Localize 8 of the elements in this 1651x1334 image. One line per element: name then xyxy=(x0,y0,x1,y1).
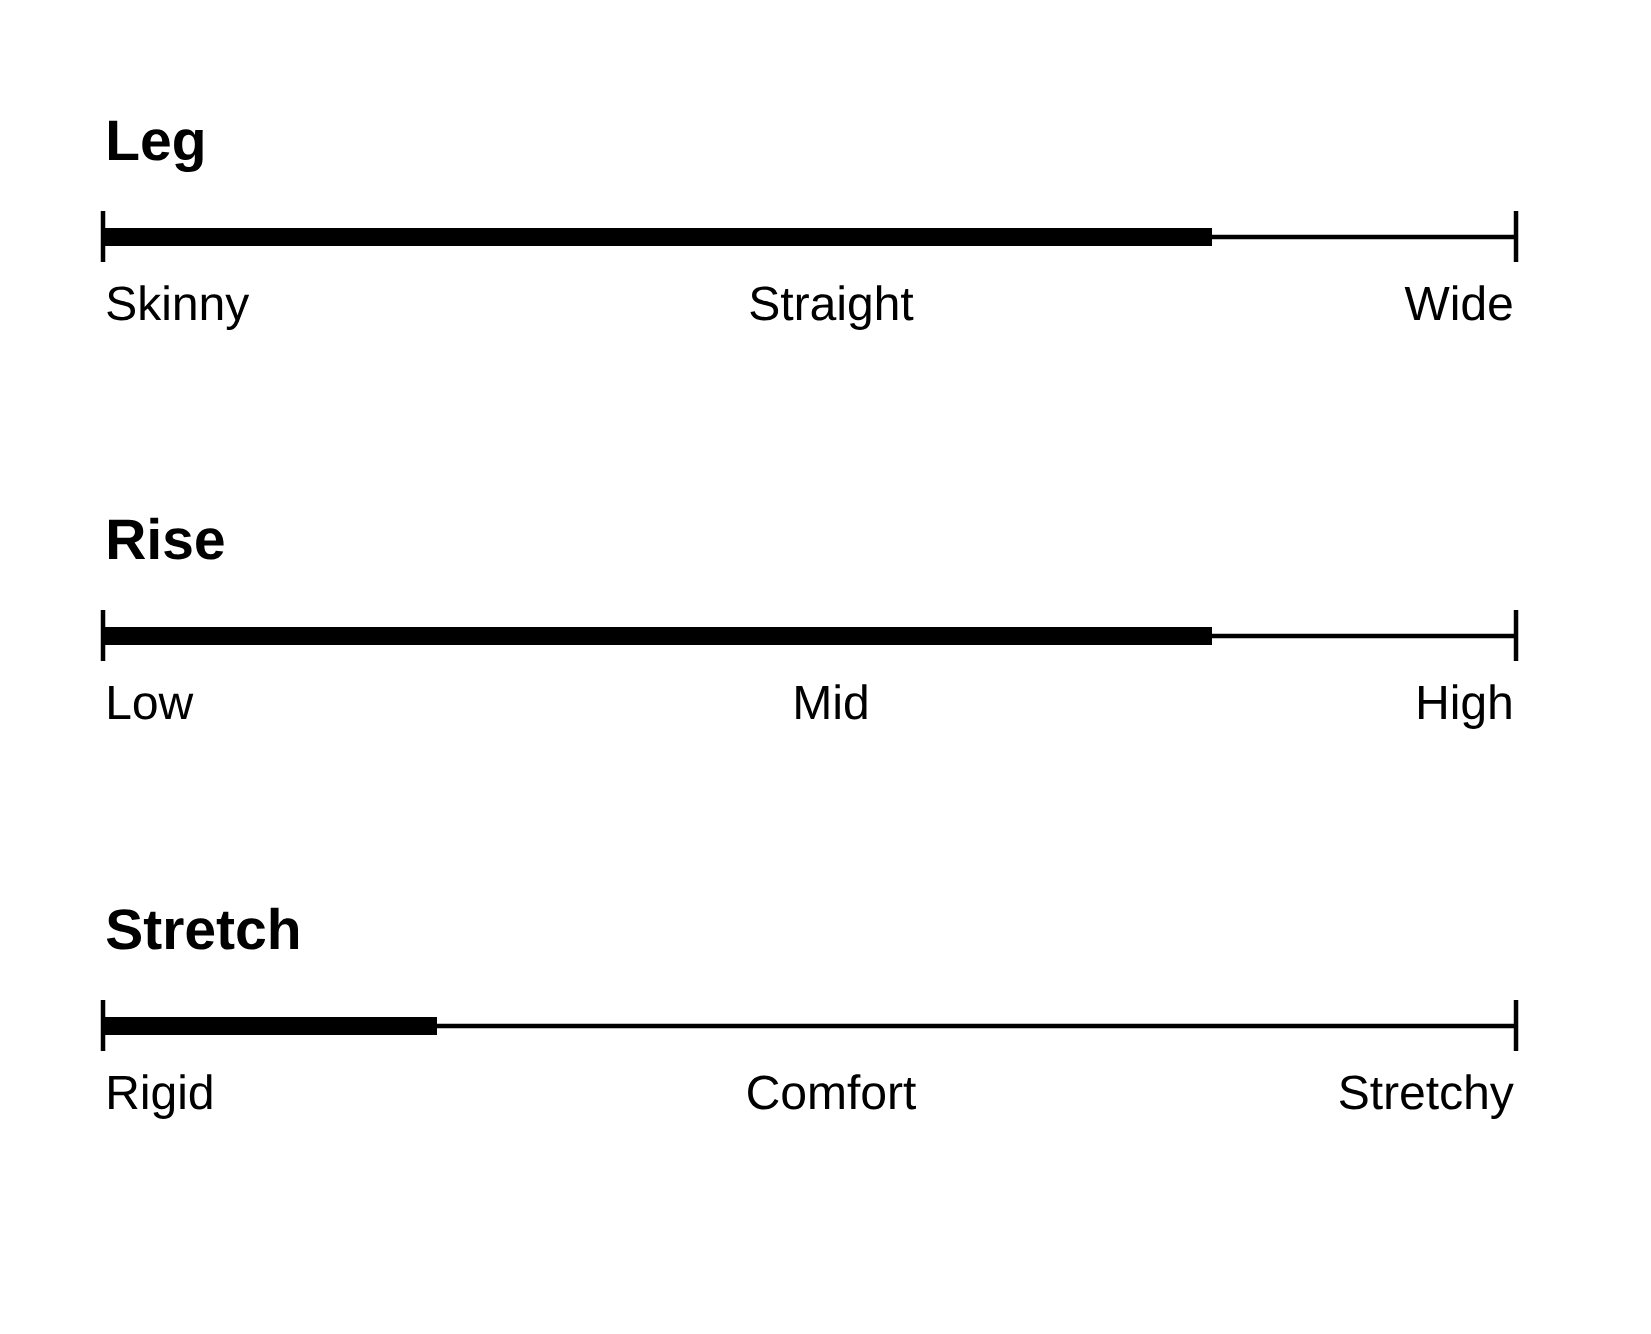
scale-label: Wide xyxy=(1404,285,1512,321)
rating-bar xyxy=(103,1017,437,1035)
scale-label: Comfort xyxy=(748,1074,916,1110)
rating-bar xyxy=(103,228,1212,246)
rating-bar xyxy=(103,627,1212,645)
scale-label: High xyxy=(1419,684,1511,729)
scale-label: Stretchy xyxy=(1339,1074,1514,1119)
section-heading: Leg xyxy=(109,120,203,173)
